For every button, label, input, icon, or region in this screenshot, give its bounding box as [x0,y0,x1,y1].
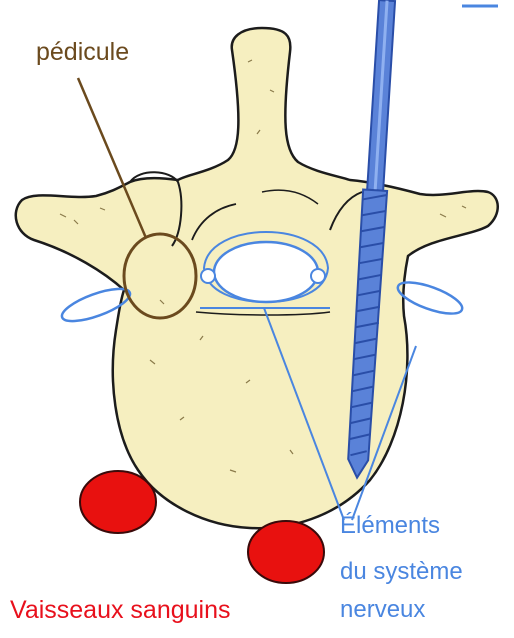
pedicle-label: pédicule [36,40,129,65]
nerve-label-line-1: Éléments [340,514,440,538]
spinal-canal [214,242,318,302]
nerve-label-line-2: du système [340,560,463,584]
vessel-right [248,521,324,583]
left-nerve-root [201,269,215,283]
right-nerve-root [311,269,325,283]
vessel-left [80,471,156,533]
nerve-label-line-3: nerveux [340,598,425,622]
blood-vessels-label: Vaisseaux sanguins [10,598,231,623]
